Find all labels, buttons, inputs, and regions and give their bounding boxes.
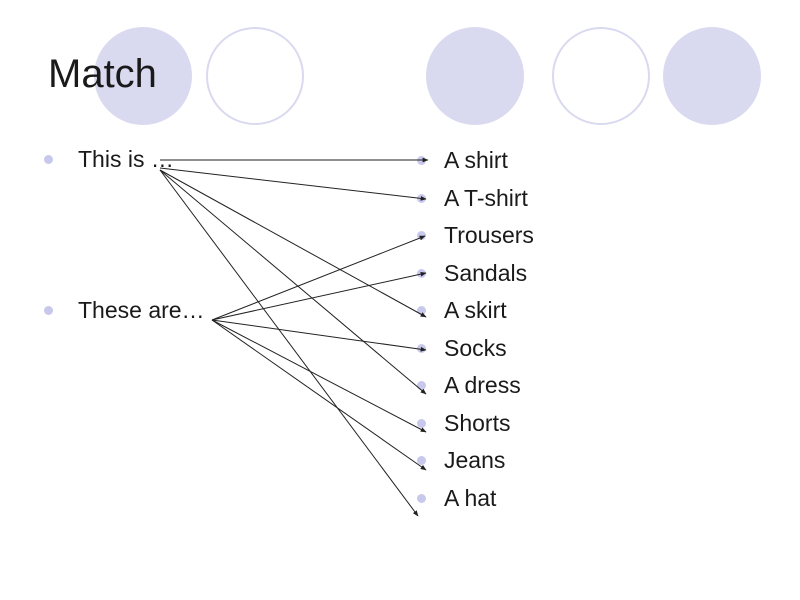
arrow-line: [211, 271, 427, 321]
decor-circle: [94, 27, 192, 125]
right-item: A shirt: [444, 147, 508, 173]
arrow-line: [159, 169, 427, 395]
bullet-icon: [417, 494, 426, 503]
right-item: Sandals: [444, 260, 528, 286]
bullet-icon: [44, 306, 53, 315]
bullet-icon: [417, 456, 426, 465]
arrow-line: [211, 319, 427, 471]
decor-circle: [663, 27, 761, 125]
right-item: Jeans: [444, 447, 506, 473]
right-item: A T-shirt: [444, 185, 528, 211]
bullet-icon: [44, 155, 53, 164]
left-item-these-are: These are…: [78, 297, 205, 323]
right-item: Socks: [444, 335, 507, 361]
right-item: A hat: [444, 485, 497, 511]
bullet-icon: [417, 306, 426, 315]
arrow-line: [159, 169, 419, 517]
arrow-line: [211, 319, 427, 352]
decor-circle: [552, 27, 650, 125]
decor-circle: [206, 27, 304, 125]
right-item: A dress: [444, 372, 521, 398]
bullet-icon: [417, 231, 426, 240]
right-item: A skirt: [444, 297, 507, 323]
right-item: Shorts: [444, 410, 511, 436]
right-item: Trousers: [444, 222, 534, 248]
bullet-icon: [417, 419, 426, 428]
arrow-line: [211, 235, 426, 321]
arrow-line: [159, 169, 427, 318]
arrow-line: [159, 167, 427, 201]
arrow-line: [211, 319, 427, 433]
bullet-icon: [417, 381, 426, 390]
slide-title: Match: [48, 52, 157, 96]
left-item-this-is: This is …: [78, 146, 174, 172]
decor-circle: [426, 27, 524, 125]
